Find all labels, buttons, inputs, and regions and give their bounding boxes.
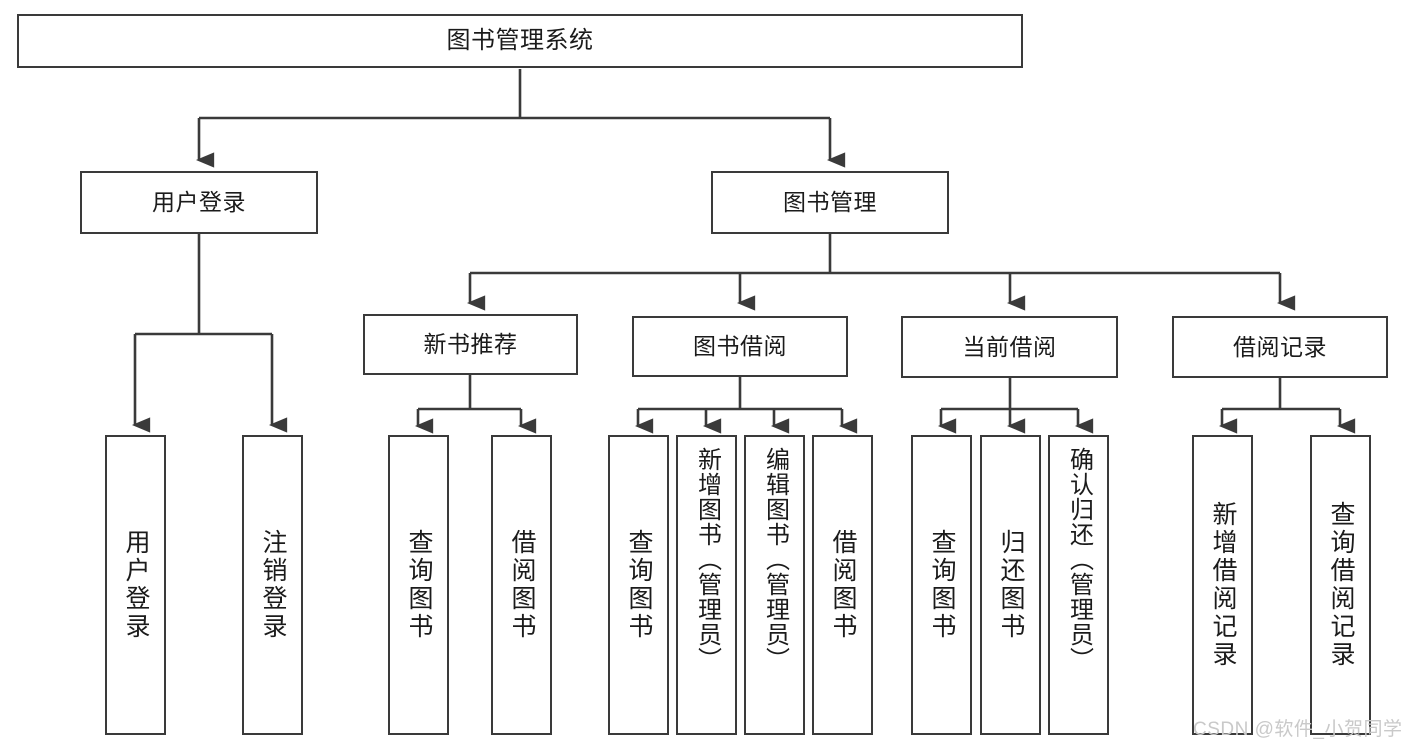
node-book-management[interactable]: 图书管理 (711, 171, 949, 234)
leaf-query-book-current-label: 查询图书 (928, 529, 956, 641)
leaf-add-borrow-record-label: 新增借阅记录 (1209, 501, 1237, 669)
leaf-query-book-borrow[interactable]: 查询图书 (608, 435, 669, 735)
leaf-confirm-return[interactable]: 确认归还（管理员） (1048, 435, 1109, 735)
leaf-add-borrow-record[interactable]: 新增借阅记录 (1192, 435, 1253, 735)
leaf-confirm-return-label: 确认归还（管理员） (1065, 447, 1093, 672)
leaf-add-book[interactable]: 新增图书（管理员） (676, 435, 737, 735)
node-borrow-record-label: 借阅记录 (1233, 333, 1327, 360)
node-user-login-label: 用户登录 (152, 189, 246, 216)
node-new-book-recommend-label: 新书推荐 (423, 331, 518, 358)
leaf-query-borrow-record-label: 查询借阅记录 (1327, 501, 1355, 669)
leaf-borrow-book-recommend-label: 借阅图书 (508, 529, 536, 641)
node-current-borrow-label: 当前借阅 (962, 333, 1057, 360)
leaf-query-book-recommend-label: 查询图书 (405, 529, 433, 641)
node-borrow-record[interactable]: 借阅记录 (1172, 316, 1388, 378)
leaf-borrow-book-recommend[interactable]: 借阅图书 (491, 435, 552, 735)
node-book-management-label: 图书管理 (783, 189, 877, 216)
leaf-query-book-recommend[interactable]: 查询图书 (388, 435, 449, 735)
leaf-query-book-borrow-label: 查询图书 (625, 529, 653, 641)
node-root-book-management-system[interactable]: 图书管理系统 (17, 14, 1023, 68)
leaf-return-book-label: 归还图书 (997, 529, 1025, 641)
node-current-borrow[interactable]: 当前借阅 (901, 316, 1118, 378)
leaf-borrow-book-borrow-label: 借阅图书 (829, 529, 857, 641)
csdn-watermark: CSDN @软件_小贺同学 (1193, 719, 1403, 740)
leaf-user-login-label: 用户登录 (122, 529, 150, 641)
leaf-logout-login-label: 注销登录 (259, 529, 287, 641)
leaf-logout-login[interactable]: 注销登录 (242, 435, 303, 735)
leaf-edit-book[interactable]: 编辑图书（管理员） (744, 435, 805, 735)
leaf-add-book-label: 新增图书（管理员） (693, 447, 721, 672)
leaf-query-book-current[interactable]: 查询图书 (911, 435, 972, 735)
leaf-return-book[interactable]: 归还图书 (980, 435, 1041, 735)
node-root-label: 图书管理系统 (446, 27, 594, 55)
node-new-book-recommend[interactable]: 新书推荐 (363, 314, 578, 375)
node-book-borrow[interactable]: 图书借阅 (632, 316, 848, 377)
leaf-query-borrow-record[interactable]: 查询借阅记录 (1310, 435, 1371, 735)
leaf-user-login[interactable]: 用户登录 (105, 435, 166, 735)
leaf-borrow-book-borrow[interactable]: 借阅图书 (812, 435, 873, 735)
leaf-edit-book-label: 编辑图书（管理员） (761, 447, 789, 672)
node-user-login[interactable]: 用户登录 (80, 171, 318, 234)
node-book-borrow-label: 图书借阅 (693, 333, 787, 360)
